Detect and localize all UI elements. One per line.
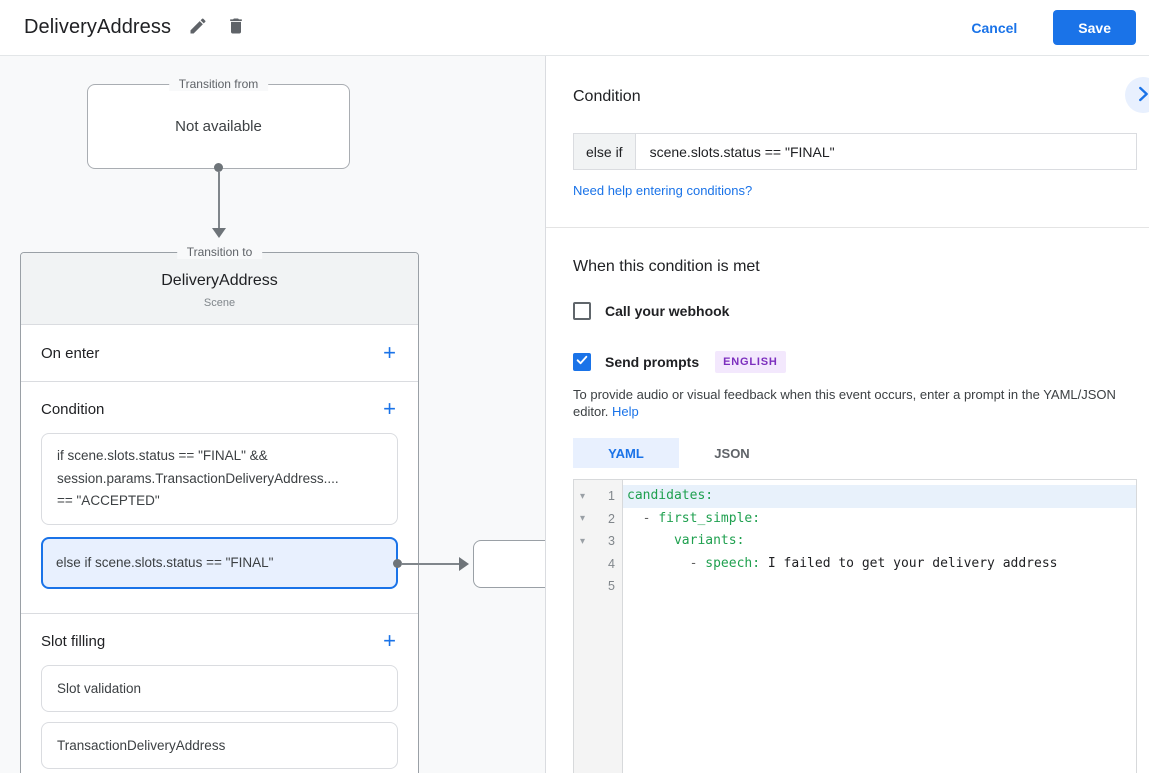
collapse-panel-button[interactable] [1125, 77, 1149, 113]
gutter-row: 4 [574, 553, 622, 576]
fold-arrow-icon[interactable]: ▾ [579, 513, 586, 525]
scene-name: DeliveryAddress [161, 272, 278, 289]
arrow-down-icon [212, 228, 226, 238]
slot-filling-label: Slot filling [41, 632, 106, 650]
prompt-description-text: To provide audio or visual feedback when… [573, 387, 1116, 419]
scene-diagram-panel: Transition from Not available Transition… [0, 56, 546, 773]
condition-item-2-selected[interactable]: else if scene.slots.status == "FINAL" [41, 536, 398, 589]
line-number: 2 [608, 511, 615, 526]
condition-item-1[interactable]: if scene.slots.status == "FINAL" && sess… [41, 433, 398, 525]
gutter-row: 5 [574, 575, 622, 598]
send-prompts-checkbox[interactable] [573, 353, 591, 371]
tab-yaml[interactable]: YAML [573, 438, 679, 468]
on-enter-label: On enter [41, 344, 100, 362]
condition-section-label: Condition [41, 400, 105, 418]
code-token-key: variants: [673, 533, 745, 548]
code-token-key: speech: [705, 555, 761, 571]
transition-from-label: Transition from [168, 77, 269, 91]
editor-format-tabs: YAML JSON [573, 438, 1137, 468]
code-token-dash: - [642, 510, 659, 526]
send-prompts-row: Send prompts ENGLISH [573, 351, 1137, 373]
code-token-plain: I failed to get your delivery address [760, 555, 1058, 571]
add-condition-button[interactable]: + [383, 396, 396, 421]
checkmark-icon [575, 353, 589, 372]
help-link[interactable]: Help [612, 404, 639, 419]
line-number: 5 [608, 579, 615, 594]
arrow-right-icon [459, 557, 469, 571]
add-slot-button[interactable]: + [383, 628, 396, 653]
webhook-row: Call your webhook [573, 302, 1137, 320]
gutter-row: ▾3 [574, 530, 622, 553]
code-token-key: candidates: [627, 488, 714, 503]
send-prompts-label: Send prompts [605, 354, 700, 370]
gutter-row: ▾2 [574, 508, 622, 531]
edit-scene-button[interactable] [179, 9, 217, 47]
transition-from-node: Transition from Not available [87, 77, 350, 169]
line-number: 3 [608, 534, 615, 549]
pencil-icon [188, 16, 208, 39]
transaction-delivery-address-item[interactable]: TransactionDeliveryAddress [41, 722, 398, 769]
conditions-help-link[interactable]: Need help entering conditions? [573, 183, 753, 198]
editor-code[interactable]: candidates: - first_simple: variants: - … [623, 480, 1136, 773]
code-token-plain [627, 556, 690, 571]
panel-divider [546, 227, 1149, 228]
connector-line-vertical [218, 172, 220, 230]
transition-to-label: Transition to [176, 245, 263, 259]
condition-expression-value[interactable]: scene.slots.status == "FINAL" [649, 143, 835, 160]
scene-card: Transition to DeliveryAddress Scene On e… [20, 245, 419, 773]
gutter-row: ▾1 [574, 485, 622, 508]
condition-expression-input[interactable]: else if scene.slots.status == "FINAL" [573, 133, 1137, 170]
condition-prefix: else if [574, 134, 636, 169]
code-line[interactable]: candidates: [623, 485, 1136, 508]
prompt-description: To provide audio or visual feedback when… [573, 386, 1137, 420]
code-line[interactable]: variants: [623, 530, 1136, 553]
top-bar: DeliveryAddress Cancel Save [0, 0, 1149, 56]
condition-panel-heading: Condition [573, 88, 641, 105]
when-met-heading: When this condition is met [573, 258, 760, 275]
line-number: 1 [608, 489, 615, 504]
transition-target-node[interactable] [473, 540, 545, 588]
cancel-button[interactable]: Cancel [953, 12, 1035, 44]
scene-card-header[interactable]: Transition to DeliveryAddress Scene [21, 245, 418, 325]
connector-dot [214, 163, 223, 172]
scene-type: Scene [203, 297, 236, 309]
add-on-enter-button[interactable]: + [383, 340, 396, 365]
call-webhook-label: Call your webhook [605, 303, 730, 319]
slot-filling-section: Slot filling + Slot validation Transacti… [21, 614, 418, 773]
connector-line-horizontal [401, 563, 461, 565]
transition-from-value: Not available [175, 118, 262, 135]
trash-icon [226, 16, 246, 39]
connector-dot [393, 559, 402, 568]
line-number: 4 [608, 556, 615, 571]
code-line[interactable]: - first_simple: [623, 508, 1136, 531]
condition-editor-panel: Condition else if scene.slots.status == … [546, 56, 1149, 773]
code-line[interactable] [623, 575, 1136, 598]
slot-validation-item[interactable]: Slot validation [41, 665, 398, 712]
tab-json[interactable]: JSON [714, 445, 750, 461]
code-token-plain [627, 511, 643, 526]
fold-arrow-icon[interactable]: ▾ [579, 490, 586, 502]
language-badge: ENGLISH [715, 351, 786, 373]
code-token-dash: - [689, 555, 706, 571]
code-line[interactable]: - speech: I failed to get your delivery … [623, 553, 1136, 576]
chevron-right-icon [1132, 83, 1149, 108]
page-title: DeliveryAddress [24, 16, 172, 38]
condition-section: Condition + if scene.slots.status == "FI… [21, 382, 418, 614]
code-token-key: first_simple: [658, 510, 761, 526]
save-button[interactable]: Save [1053, 10, 1136, 45]
on-enter-section[interactable]: On enter + [21, 325, 418, 382]
code-token-plain [627, 533, 674, 548]
fold-arrow-icon[interactable]: ▾ [579, 535, 586, 547]
delete-scene-button[interactable] [217, 9, 255, 47]
call-webhook-checkbox[interactable] [573, 302, 591, 320]
